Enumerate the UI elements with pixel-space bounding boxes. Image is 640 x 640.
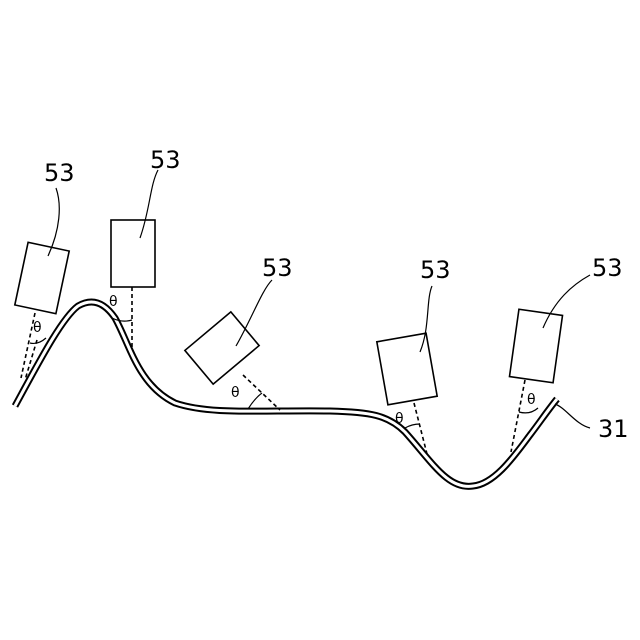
sensor-2-label: 53 bbox=[150, 146, 181, 174]
surface-31 bbox=[15, 302, 557, 486]
surface-label: 31 bbox=[598, 415, 629, 443]
sensor-3-label: 53 bbox=[262, 254, 293, 282]
sensor-1-angle-arc bbox=[30, 338, 46, 343]
sensor-1-label: 53 bbox=[44, 159, 75, 187]
sensor-1-theta: θ bbox=[33, 320, 42, 336]
sensor-2: θ 53 bbox=[109, 146, 181, 348]
sensor-3-theta: θ bbox=[231, 385, 240, 401]
sensor-5-box bbox=[509, 309, 562, 382]
sensor-3-angle-arc bbox=[248, 393, 262, 409]
sensor-2-theta: θ bbox=[109, 294, 118, 310]
surface-leader bbox=[555, 404, 590, 428]
sensor-3-normal-line bbox=[243, 375, 280, 410]
sensor-3: θ 53 bbox=[185, 254, 293, 410]
sensor-2-box bbox=[111, 220, 155, 287]
sensor-1-leader bbox=[48, 188, 59, 256]
sensor-4-theta: θ bbox=[395, 411, 404, 427]
sensor-5-angle-arc bbox=[519, 408, 538, 413]
sensor-5-label: 53 bbox=[592, 254, 623, 282]
sensor-3-leader bbox=[236, 280, 272, 346]
sensor-4-box bbox=[377, 333, 437, 405]
sensor-4-angle-arc bbox=[405, 424, 420, 428]
sensor-5-theta: θ bbox=[527, 392, 536, 408]
sensor-4: θ 53 bbox=[377, 256, 451, 454]
surface-inner bbox=[15, 302, 557, 486]
surface-outline bbox=[15, 302, 557, 486]
surface-label-group: 31 bbox=[555, 404, 629, 443]
sensor-1-box bbox=[15, 242, 69, 313]
sensor-4-label: 53 bbox=[420, 256, 451, 284]
